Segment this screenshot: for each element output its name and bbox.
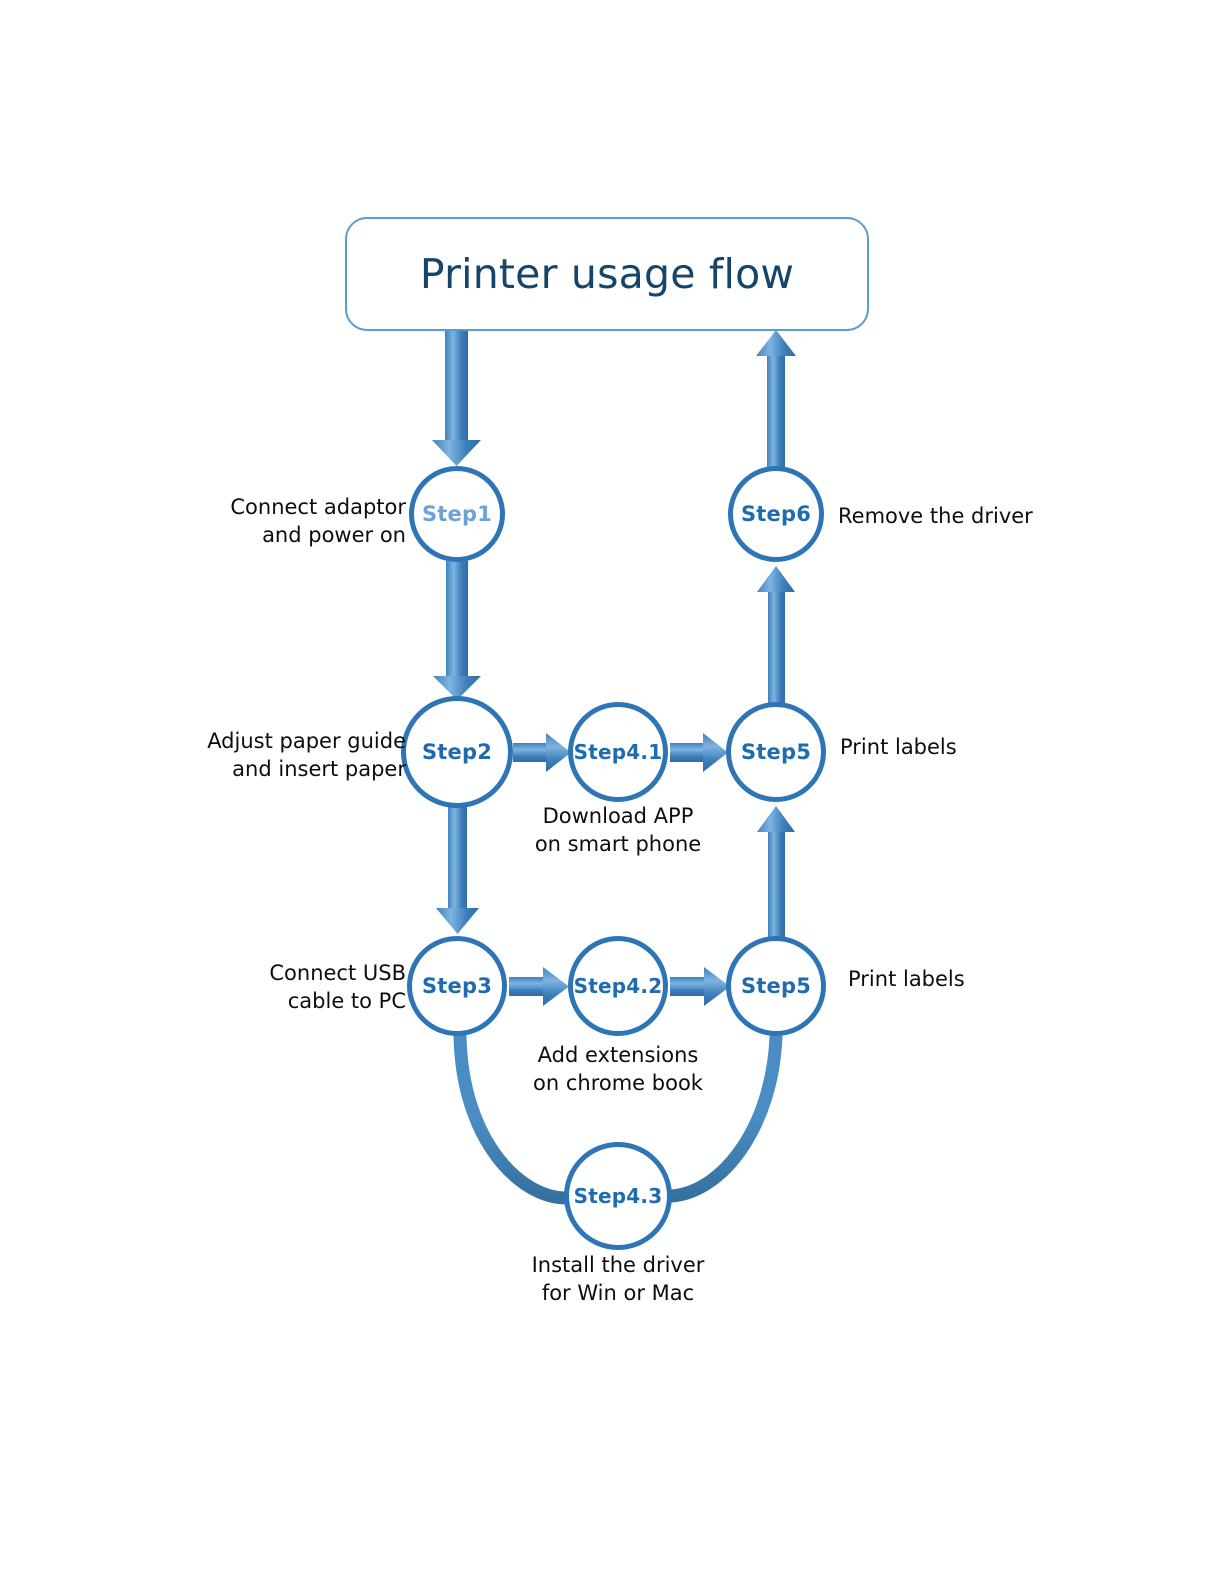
connector-step41-to-step5a [670,733,728,772]
connector-step1-to-step2 [433,561,481,700]
node-label-step42: Step4.2 [573,974,663,998]
node-step5b[interactable]: Step5 [726,936,826,1036]
node-step41[interactable]: Step4.1 [568,702,668,802]
connector-step2-to-step41 [513,733,571,772]
caption-step42-desc: Add extensions on chrome book [533,1043,703,1095]
connector-step2-to-step3 [436,806,479,934]
node-step42[interactable]: Step4.2 [568,936,668,1036]
caption-step43-desc: Install the driver for Win or Mac [531,1253,705,1305]
caption-step6-desc: Remove the driver [838,504,1033,528]
connector-step5a-to-step6 [757,566,795,706]
node-step2[interactable]: Step2 [401,696,513,808]
node-label-step2: Step2 [421,740,493,764]
connector-title-to-step1 [432,329,481,466]
connector-step3-to-step42 [509,967,569,1006]
node-step5a[interactable]: Step5 [726,702,826,802]
node-label-step3: Step3 [421,974,493,998]
connector-step42-to-step5b [670,967,730,1006]
node-label-step41: Step4.1 [573,740,663,764]
connector-curve-step3-step43-step5b [453,1029,783,1205]
connector-step6-to-title [756,330,796,470]
caption-step1-desc: Connect adaptor and power on [230,495,406,547]
node-label-step6: Step6 [740,502,812,526]
page-title: Printer usage flow [419,250,795,298]
node-step6[interactable]: Step6 [728,466,824,562]
caption-step5b-desc: Print labels [848,967,965,991]
node-label-step5b: Step5 [740,974,812,998]
caption-step3-desc: Connect USB cable to PC [269,961,406,1013]
node-label-step1: Step1 [421,502,493,526]
caption-step5a-desc: Print labels [840,735,957,759]
connector-step5b-to-step5a [757,806,795,938]
node-label-step43: Step4.3 [573,1184,663,1208]
flow-title-box: Printer usage flow [345,217,869,331]
node-step3[interactable]: Step3 [407,936,507,1036]
node-label-step5a: Step5 [740,740,812,764]
node-step43[interactable]: Step4.3 [564,1142,672,1250]
node-step1[interactable]: Step1 [409,466,505,562]
caption-step41-desc: Download APP on smart phone [534,804,702,856]
caption-step2-desc: Adjust paper guide and insert paper [207,729,406,781]
